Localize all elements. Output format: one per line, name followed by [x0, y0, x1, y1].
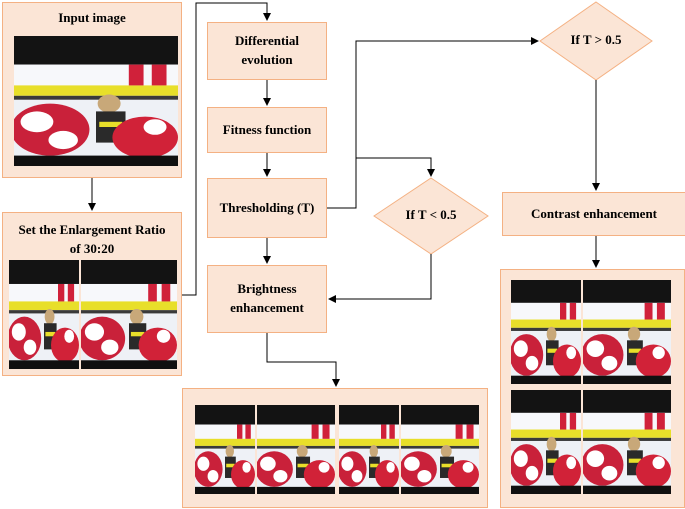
contrast-output-panel	[500, 269, 685, 508]
arrow-brightness-to-output	[266, 333, 340, 387]
arrow-less-to-brightness	[328, 254, 432, 303]
contrast-frame-3	[511, 390, 581, 494]
contrast-frame-4	[583, 390, 671, 494]
differential-evolution-box: Differential evolution	[207, 22, 327, 80]
contrast-frame-2	[583, 280, 671, 384]
brightness-enhancement-box: Brightness enhancement	[207, 265, 327, 333]
arrow-threshold-to-less	[356, 157, 435, 177]
brightness-frame-1	[195, 405, 255, 494]
contrast-frame-1	[511, 280, 581, 384]
brightness-frame-2	[257, 405, 335, 494]
brightness-frame-4	[401, 405, 479, 494]
enlargement-title-line1: Set the Enlargement Ratio	[18, 222, 166, 237]
arrow-enlarge-to-de	[182, 2, 271, 296]
decision-greater-label: If T > 0.5	[570, 32, 622, 47]
enlargement-title-line2: of 30:20	[69, 241, 115, 256]
brightness-frame-3	[339, 405, 399, 494]
arrow-threshold-to-greater	[327, 37, 539, 209]
fitness-function-box: Fitness function	[207, 107, 327, 153]
enlarged-frame-left	[9, 260, 79, 369]
enlarged-frame-right	[81, 260, 177, 369]
brightness-output-panel	[182, 388, 488, 508]
contrast-enhancement-box: Contrast enhancement	[502, 192, 685, 236]
thresholding-box: Thresholding (T)	[207, 178, 327, 238]
input-image-title: Input image	[58, 10, 126, 25]
input-image-panel: Input image	[2, 2, 182, 178]
enlargement-panel: Set the Enlargement Ratio of 30:20	[2, 212, 182, 376]
decision-less-label: If T < 0.5	[405, 207, 457, 222]
input-image-frame	[14, 36, 178, 166]
